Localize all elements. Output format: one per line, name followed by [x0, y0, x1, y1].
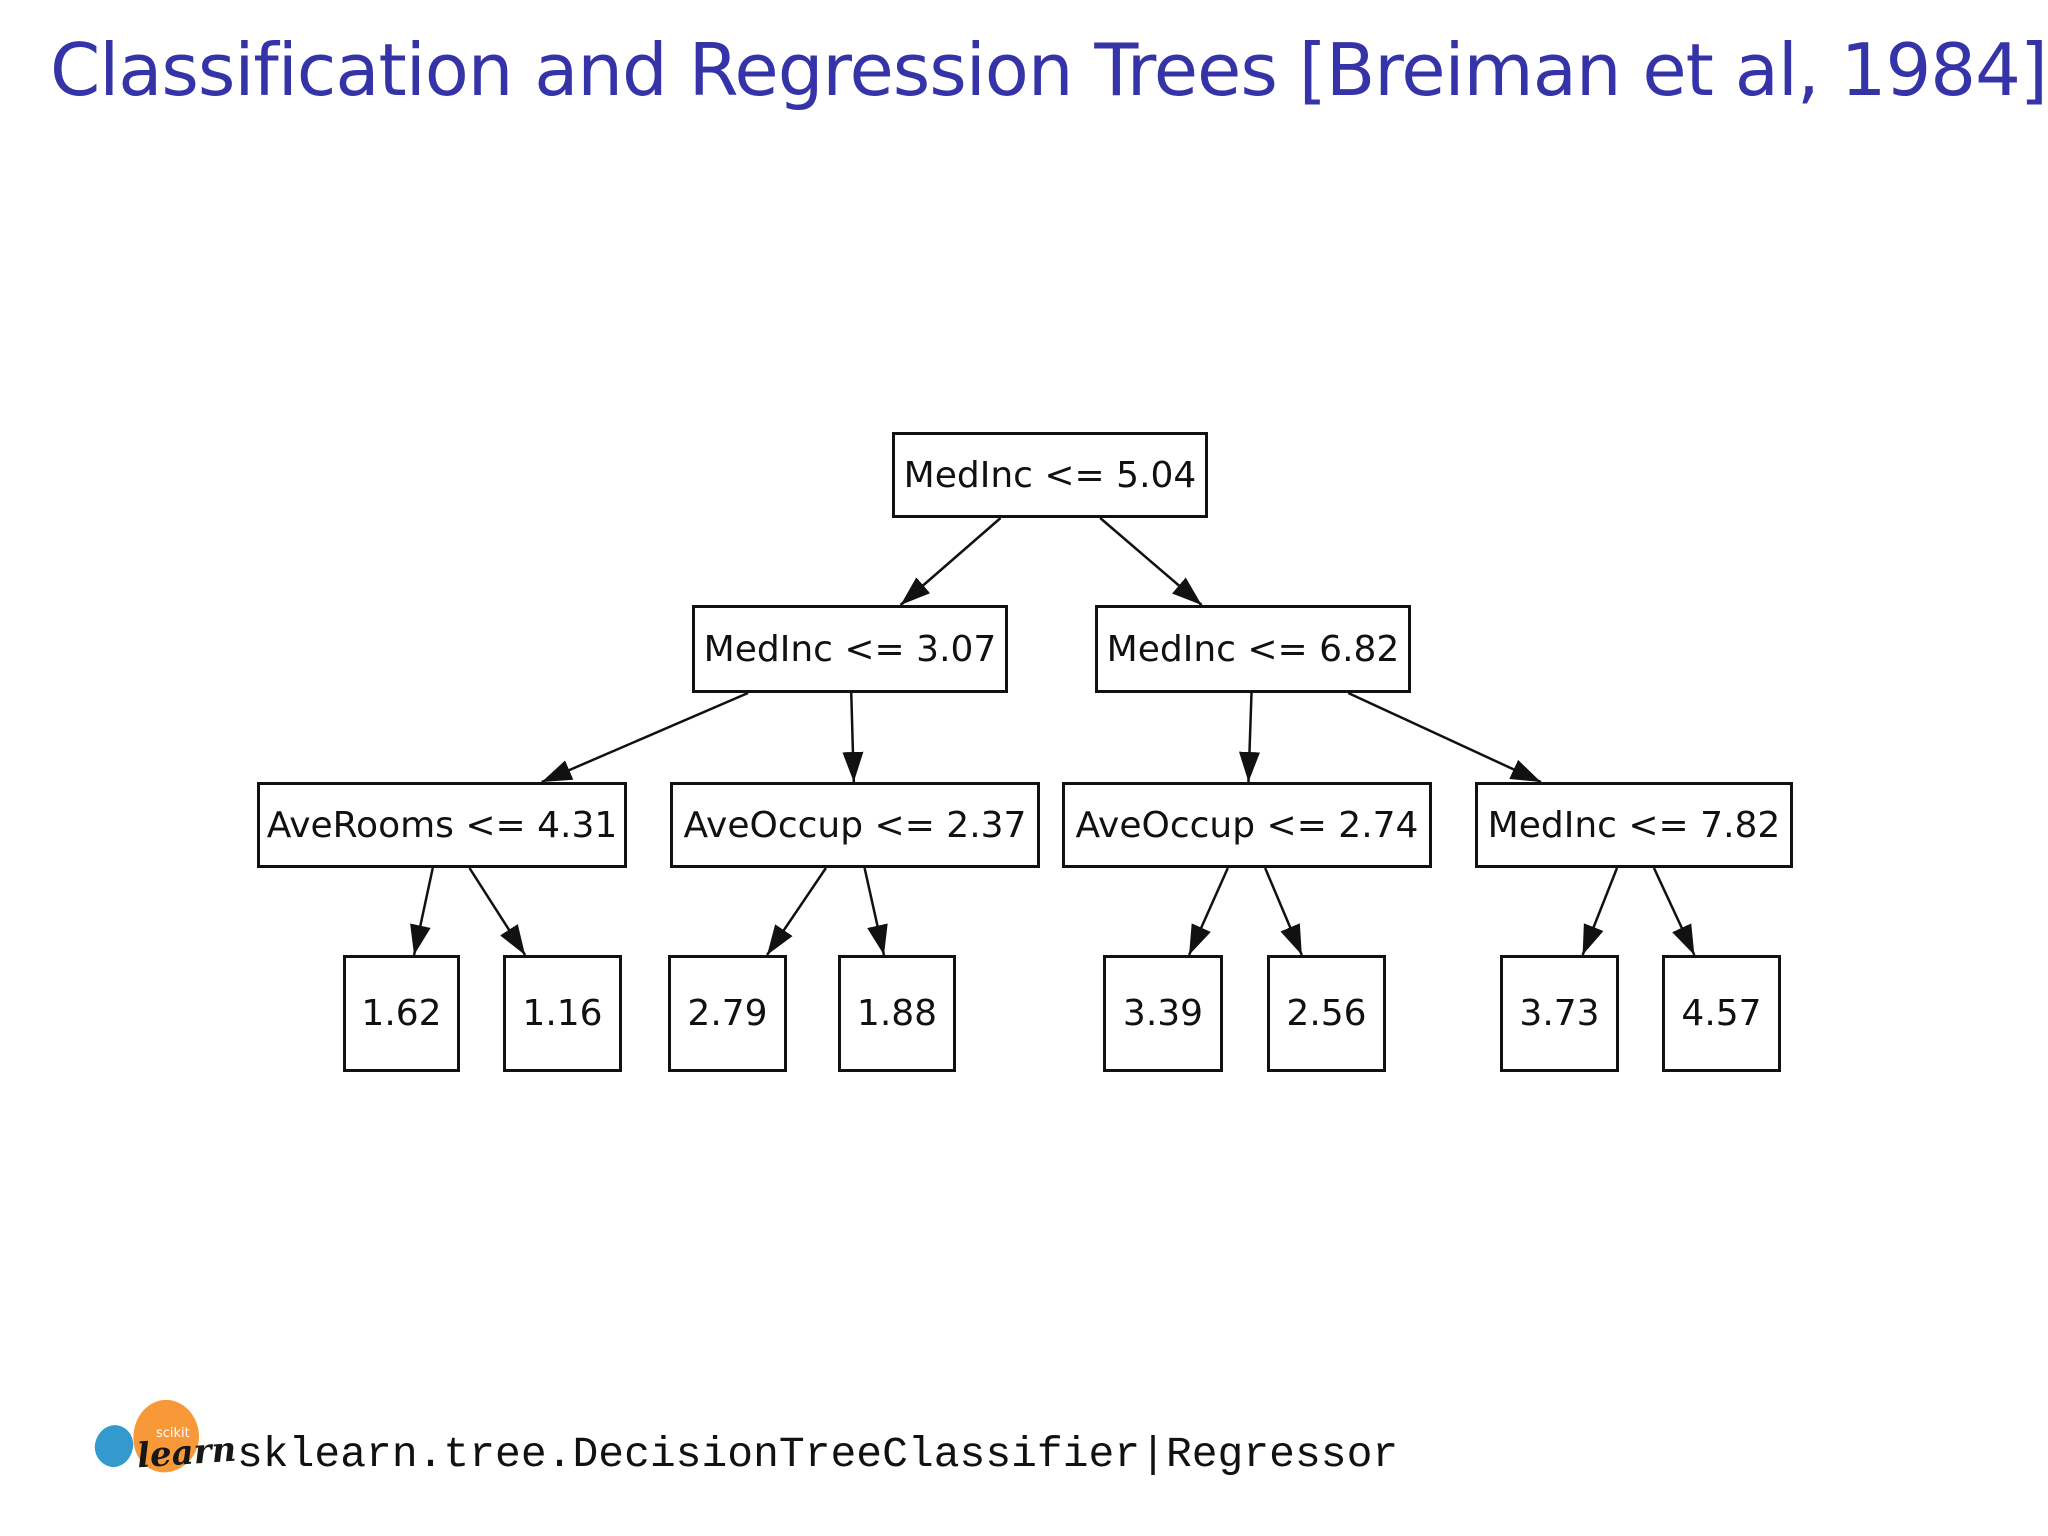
- tree-edge-n5-l6: [1263, 867, 1303, 956]
- tree-node-l6: 2.56: [1267, 955, 1386, 1072]
- tree-node-l4: 1.88: [838, 955, 956, 1072]
- tree-edge-n2-n5: [1238, 692, 1260, 783]
- scikit-learn-logo-icon: scikit learn: [90, 1395, 237, 1510]
- footer: scikit learn sklearn.tree.DecisionTreeCl…: [0, 1395, 2048, 1518]
- tree-edge-n6-l8: [1652, 867, 1696, 956]
- tree-node-l7: 3.73: [1500, 955, 1619, 1072]
- tree-edge-n1-n4: [842, 692, 864, 783]
- tree-node-n2: MedInc <= 6.82: [1095, 605, 1411, 693]
- tree-node-n4: AveOccup <= 2.37: [670, 782, 1040, 868]
- tree-edge-n6-l7: [1581, 867, 1619, 956]
- logo-blue-dot: [91, 1421, 137, 1471]
- tree-edge-n4-l4: [863, 867, 888, 956]
- tree-node-l3: 2.79: [668, 955, 787, 1072]
- footer-code: sklearn.tree.DecisionTreeClassifier|Regr…: [237, 1430, 1399, 1479]
- tree-edge-n2-n6: [1347, 691, 1542, 784]
- tree-node-root: MedInc <= 5.04: [892, 432, 1208, 518]
- tree-node-l8: 4.57: [1662, 955, 1781, 1072]
- tree-node-n1: MedInc <= 3.07: [692, 605, 1008, 693]
- tree-edge-n1-n3: [541, 691, 749, 784]
- tree-node-n5: AveOccup <= 2.74: [1062, 782, 1432, 868]
- tree-node-l1: 1.62: [343, 955, 460, 1072]
- tree-node-n6: MedInc <= 7.82: [1475, 782, 1793, 868]
- tree-node-l2: 1.16: [503, 955, 622, 1072]
- tree-edge-n4-l3: [766, 867, 827, 956]
- tree-node-n3: AveRooms <= 4.31: [257, 782, 627, 868]
- tree-edge-root-n2: [1099, 517, 1203, 606]
- tree-edge-n3-l1: [410, 867, 434, 956]
- tree-edge-n3-l2: [468, 867, 527, 956]
- page-title: Classification and Regression Trees [Bre…: [50, 28, 2048, 112]
- tree-edge-n5-l5: [1187, 867, 1229, 956]
- logo-scikit-text: scikit: [156, 1426, 190, 1441]
- tree-edge-root-n1: [899, 517, 1002, 606]
- logo-learn-text: learn: [135, 1429, 238, 1477]
- tree-node-l5: 3.39: [1103, 955, 1223, 1072]
